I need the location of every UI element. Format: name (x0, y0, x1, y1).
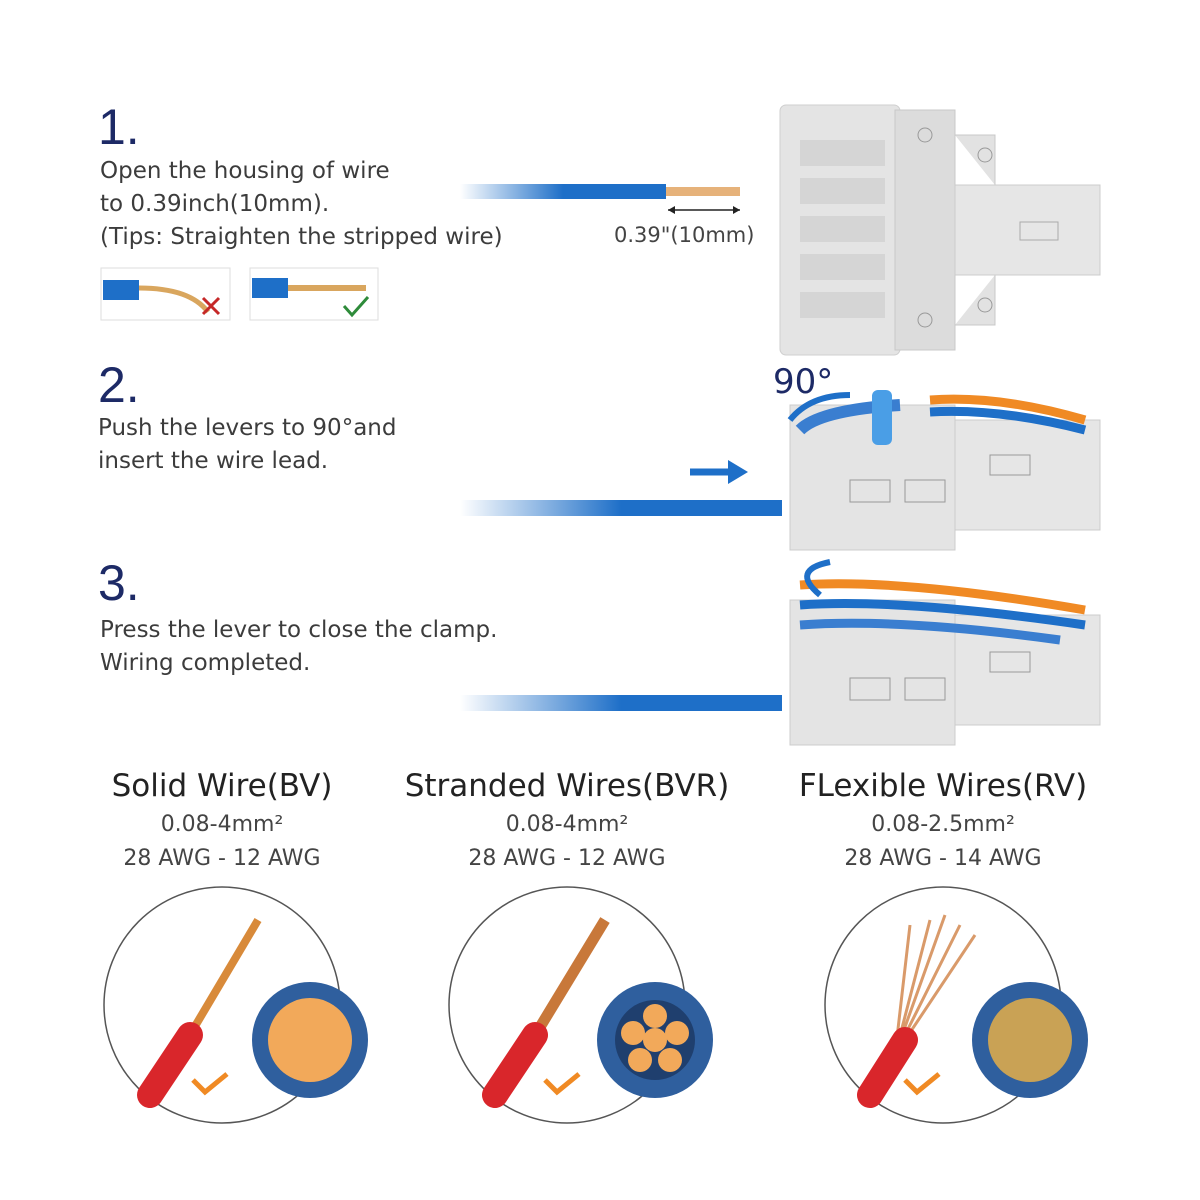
step-3-line: Press the lever to close the clamp. (100, 617, 498, 643)
connector-lever-closed (789, 559, 1101, 746)
wire-type-stranded: Stranded Wires(BVR) 0.08-4mm² 28 AWG - 1… (387, 768, 747, 876)
wire-type-area: 0.08-2.5mm² (871, 812, 1015, 837)
step-2-text: Push the levers to 90°and insert the wir… (98, 412, 396, 478)
strip-length-label: 0.39"(10mm) (614, 223, 755, 247)
wire-type-flexible: FLexible Wires(RV) 0.08-2.5mm² 28 AWG - … (763, 768, 1123, 876)
step-1-number: 1. (98, 99, 140, 155)
step-2-number: 2. (98, 357, 140, 413)
step-2-line: insert the wire lead. (98, 448, 329, 474)
connector-open-view (779, 104, 1101, 356)
step-1-text: Open the housing of wire to 0.39inch(10m… (100, 155, 503, 254)
wire-type-awg: 28 AWG - 14 AWG (844, 846, 1042, 871)
step-2-line: Push the levers to 90°and (98, 415, 397, 441)
wire-type-awg: 28 AWG - 12 AWG (123, 846, 321, 871)
step-1-line: Open the housing of wire (100, 158, 390, 184)
step-3-line: Wiring completed. (100, 650, 311, 676)
wire-type-awg: 28 AWG - 12 AWG (468, 846, 666, 871)
flexible-wire-illustration (824, 886, 1088, 1124)
step-3-number: 3. (98, 555, 140, 611)
tip-wrong-box (100, 267, 231, 321)
step-1-line: (Tips: Straighten the stripped wire) (100, 224, 503, 250)
step-3-text: Press the lever to close the clamp. Wiri… (100, 614, 497, 680)
connector-lever-open (787, 390, 1101, 551)
solid-wire-illustration (103, 886, 368, 1124)
wire-type-title: Stranded Wires(BVR) (404, 768, 730, 804)
wire-type-area: 0.08-4mm² (505, 812, 629, 837)
wire-type-title: FLexible Wires(RV) (798, 768, 1088, 804)
tip-correct-box (249, 267, 379, 321)
wire-type-solid: Solid Wire(BV) 0.08-4mm² 28 AWG - 12 AWG (42, 768, 402, 876)
wire-type-area: 0.08-4mm² (160, 812, 284, 837)
wire-type-title: Solid Wire(BV) (111, 768, 333, 804)
angle-label: 90° (773, 362, 834, 402)
stranded-wire-illustration (448, 886, 713, 1124)
step-1-line: to 0.39inch(10mm). (100, 191, 330, 217)
